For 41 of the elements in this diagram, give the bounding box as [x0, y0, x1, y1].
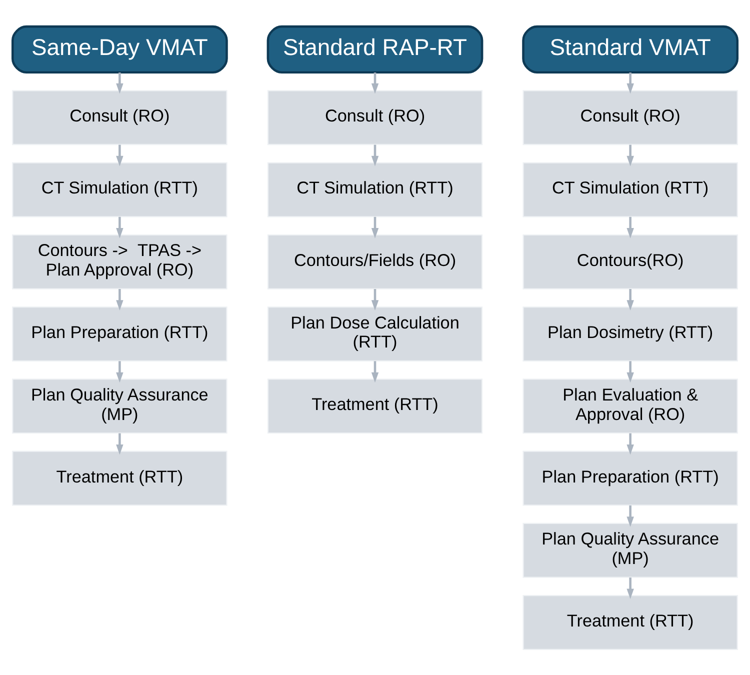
node-box: Contours/Fields (RO) — [267, 234, 483, 289]
arrow — [626, 72, 634, 94]
node-box: Plan Dose Calculation (RTT) — [267, 306, 483, 361]
arrow — [116, 360, 124, 382]
node-box: Standard VMAT — [522, 24, 739, 74]
node-box: Contours -> TPAS -> Plan Approval (RO) — [12, 234, 228, 289]
node-box: CT Simulation (RTT) — [12, 162, 228, 217]
node-box: Plan Evaluation & Approval (RO) — [522, 378, 738, 434]
node-box: Plan Preparation (RTT) — [12, 306, 228, 361]
arrow — [626, 504, 634, 526]
arrow — [626, 288, 634, 310]
arrow — [626, 216, 634, 238]
node-box: Standard RAP-RT — [266, 24, 484, 74]
node-box: Consult (RO) — [267, 90, 483, 145]
node-box: Plan Quality Assurance (MP) — [522, 522, 738, 578]
arrow — [626, 360, 634, 382]
arrow — [371, 72, 379, 94]
arrow — [116, 288, 124, 310]
arrow — [371, 288, 379, 310]
node-box: Plan Dosimetry (RTT) — [522, 306, 738, 361]
arrow — [626, 144, 634, 166]
node-box: Same-Day VMAT — [11, 24, 228, 74]
arrow — [116, 432, 124, 454]
arrow — [116, 72, 124, 94]
node-box: Treatment (RTT) — [267, 378, 483, 434]
node-box: Contours(RO) — [522, 234, 738, 289]
arrow — [371, 216, 379, 238]
node-box: Treatment (RTT) — [12, 450, 228, 506]
node-box: Consult (RO) — [12, 90, 228, 145]
node-box: Plan Preparation (RTT) — [522, 450, 738, 506]
node-box: Treatment (RTT) — [522, 594, 738, 650]
arrow — [371, 360, 379, 382]
node-box: CT Simulation (RTT) — [522, 162, 738, 217]
node-box: Consult (RO) — [522, 90, 738, 145]
arrow — [116, 216, 124, 238]
arrow — [626, 432, 634, 454]
node-box: CT Simulation (RTT) — [267, 162, 483, 217]
arrow — [371, 144, 379, 166]
node-box: Plan Quality Assurance (MP) — [12, 378, 228, 434]
arrow — [116, 144, 124, 166]
arrow — [626, 577, 634, 599]
